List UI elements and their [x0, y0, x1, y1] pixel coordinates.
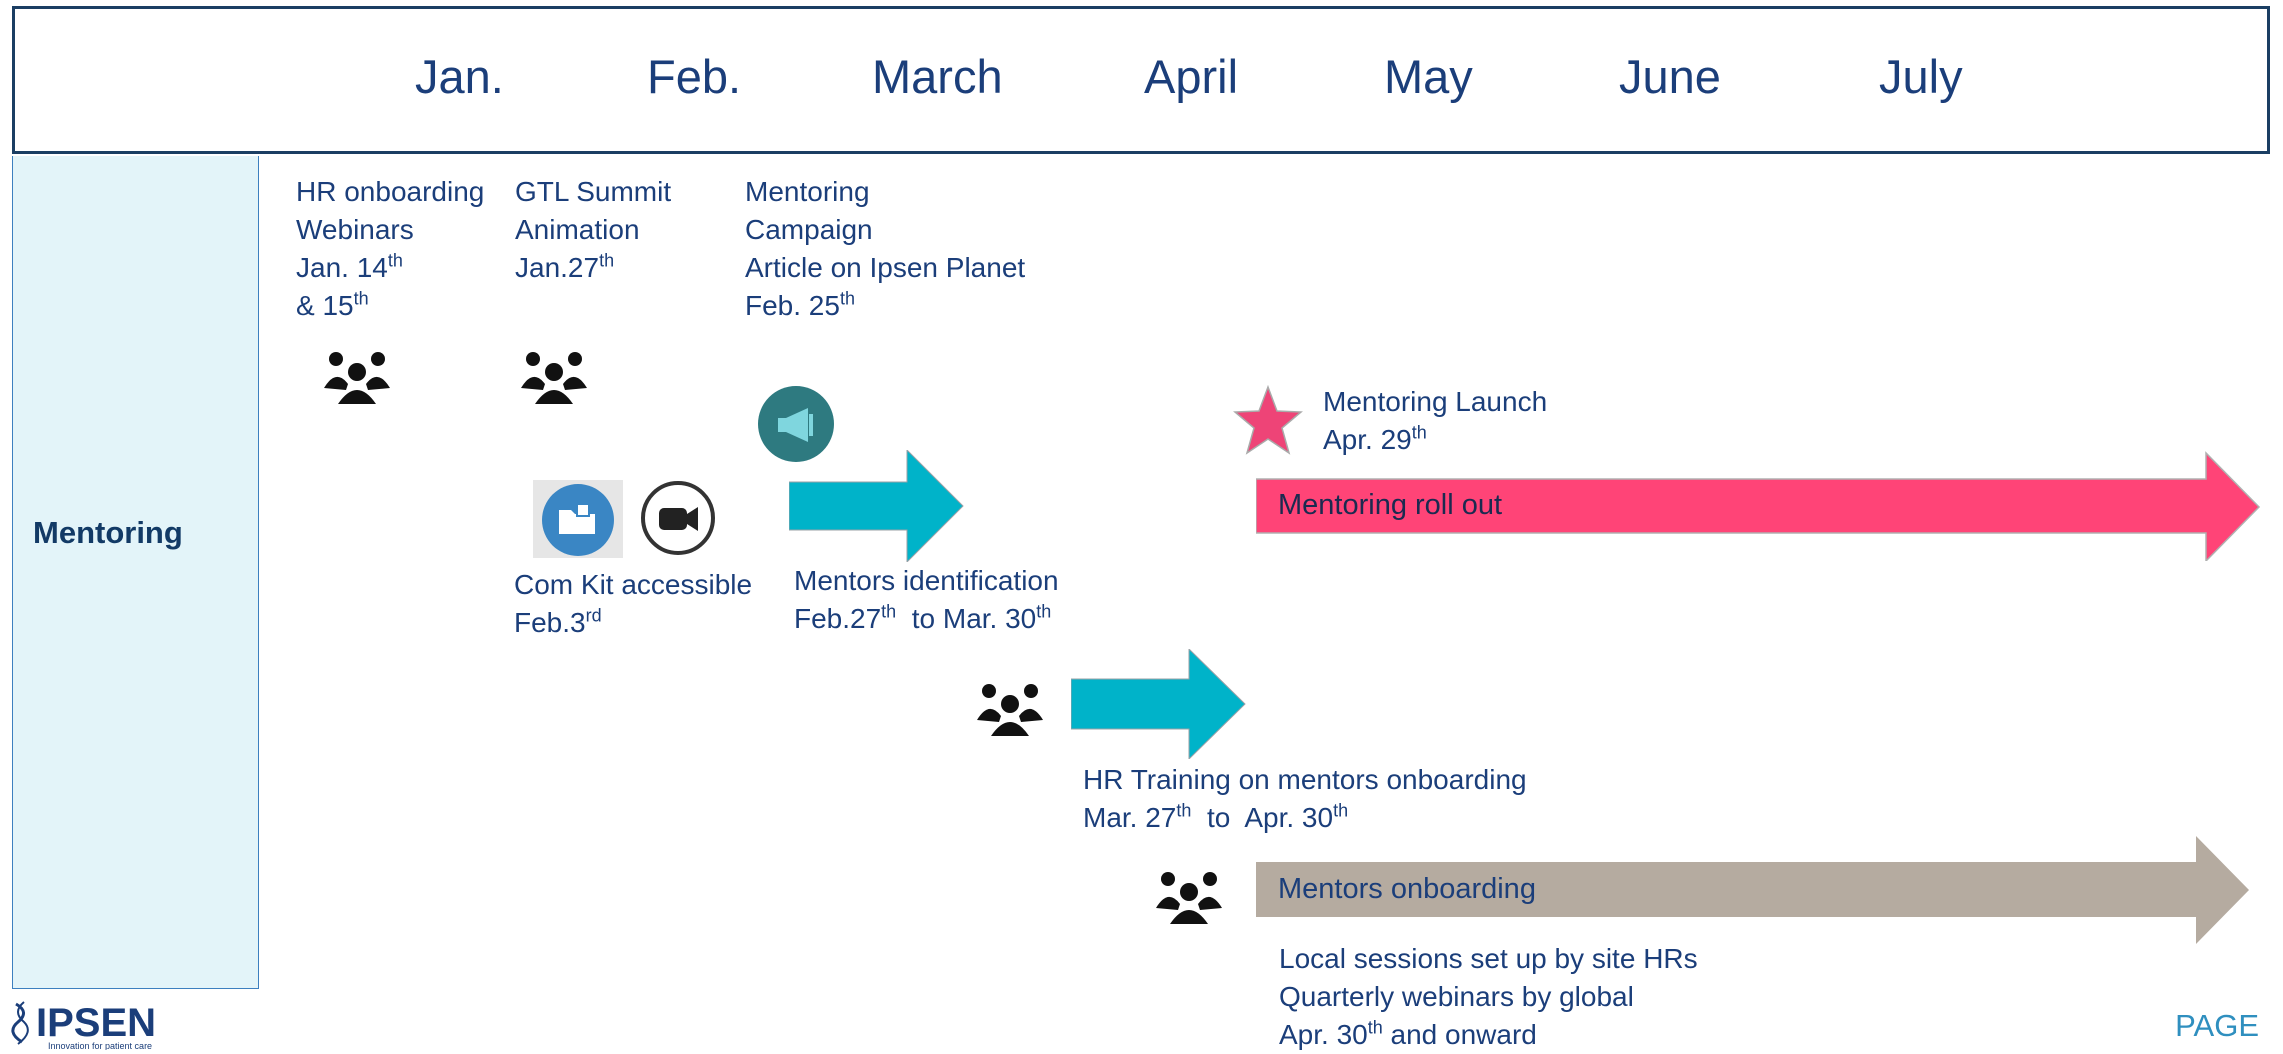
page-label: PAGE [2175, 1008, 2259, 1043]
folder-icon[interactable] [533, 480, 623, 558]
mentors-onboarding-arrow [1256, 836, 2249, 944]
event-hr-onboarding: HR onboarding Webinars Jan. 14th & 15th [296, 176, 485, 321]
ipsen-logo: IPSEN Innovation for patient care [11, 1001, 156, 1050]
megaphone-icon [758, 386, 834, 462]
hr-training-arrow [1071, 649, 1246, 759]
people-group-icon [977, 684, 1043, 736]
month-feb: Feb. [647, 50, 742, 103]
logo-text: IPSEN [36, 1001, 156, 1045]
month-july: July [1879, 50, 1963, 103]
month-april: April [1144, 50, 1239, 103]
mentors-onboarding-label: Mentors onboarding [1278, 873, 1536, 905]
event-hr-training: HR Training on mentors onboarding Mar. 2… [1083, 764, 1527, 833]
event-mentoring-campaign: Mentoring Campaign Article on Ipsen Plan… [745, 176, 1026, 321]
people-group-icon [324, 352, 390, 404]
logo-tagline: Innovation for patient care [48, 1041, 152, 1050]
month-may: May [1384, 50, 1473, 103]
event-com-kit: Com Kit accessible Feb.3rd [514, 569, 753, 638]
mentors-identification-arrow [789, 450, 964, 562]
video-camera-icon[interactable] [640, 480, 716, 556]
event-gtl-summit: GTL Summit Animation Jan.27th [515, 176, 672, 283]
month-header: Jan. Feb. March April May June July [12, 6, 2270, 154]
mentoring-rollout-label: Mentoring roll out [1278, 489, 1503, 521]
event-mentoring-launch: Mentoring Launch Apr. 29th [1323, 386, 1548, 455]
event-mentors-identification: Mentors identification Feb.27th to Mar. … [794, 565, 1059, 634]
people-group-icon [1156, 872, 1222, 924]
month-june: June [1619, 50, 1721, 103]
event-local-sessions: Local sessions set up by site HRs Quarte… [1279, 943, 1698, 1050]
month-march: March [872, 50, 1003, 103]
people-group-icon [521, 352, 587, 404]
star-icon [1233, 385, 1303, 455]
row-label-cell [12, 156, 259, 989]
row-label-mentoring: Mentoring [33, 515, 183, 550]
mentoring-rollout-arrow [1256, 451, 2261, 561]
month-jan: Jan. [415, 50, 504, 103]
